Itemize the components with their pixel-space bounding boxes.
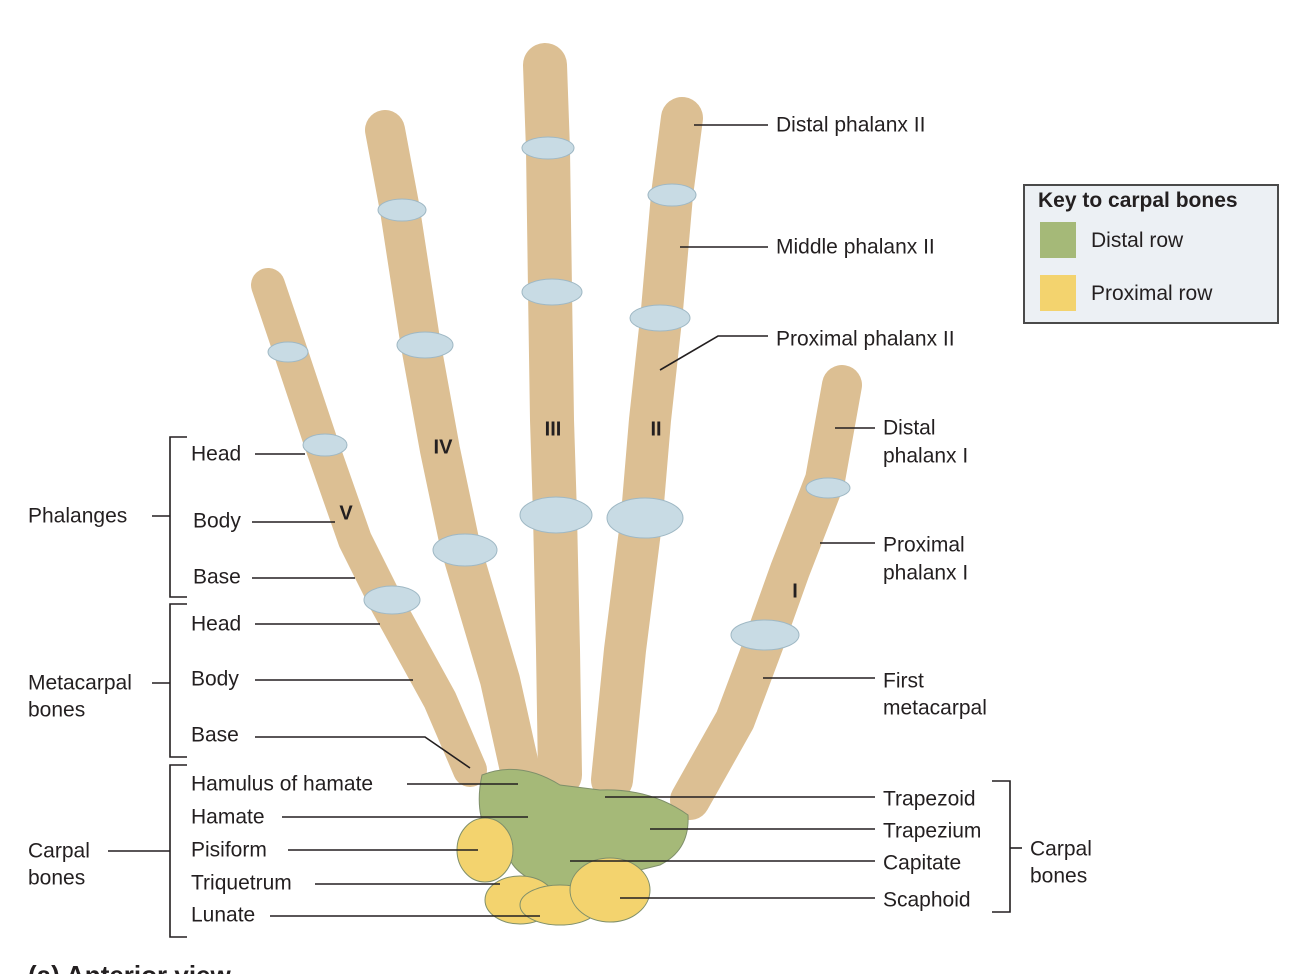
distal-phalanx-i-label-2: phalanx I xyxy=(883,444,969,468)
trapezium-label: Trapezium xyxy=(883,819,982,843)
capitate-label: Capitate xyxy=(883,851,962,875)
digit-ii-label: II xyxy=(650,418,662,441)
distal-row-swatch xyxy=(1040,222,1076,258)
key-title: Key to carpal bones xyxy=(1038,189,1238,212)
phalanges-bracket xyxy=(169,436,187,598)
proximal-row-label: Proximal row xyxy=(1091,282,1213,305)
carpal-bones xyxy=(456,768,689,926)
digit-ii xyxy=(591,97,703,801)
carpal-right-label-2: bones xyxy=(1030,864,1088,888)
phalanx-head-label: Head xyxy=(191,442,242,466)
proximal-row-swatch xyxy=(1040,275,1076,311)
figure-caption: (a) Anterior view xyxy=(28,960,231,974)
digit-iii-label: III xyxy=(544,418,562,441)
distal-row-label: Distal row xyxy=(1091,229,1184,252)
carpal-group-label-2: bones xyxy=(28,866,86,890)
metacarpal-body-label: Body xyxy=(191,667,239,691)
metacarpal-group-label-1: Metacarpal xyxy=(28,671,132,695)
first-metacarpal-label-2: metacarpal xyxy=(883,696,987,720)
digit-i xyxy=(670,365,862,820)
triquetrum-label: Triquetrum xyxy=(191,871,292,895)
leader-lines xyxy=(108,124,1022,938)
scaphoid-label: Scaphoid xyxy=(883,888,971,912)
phalanges-group-label: Phalanges xyxy=(28,504,128,528)
distal-phalanx-i-label-1: Distal xyxy=(883,416,936,440)
scaphoid-bone xyxy=(569,857,651,923)
metacarpal-group-label-2: bones xyxy=(28,698,86,722)
joint-cartilage xyxy=(267,136,851,651)
proximal-phalanx-i-label-1: Proximal xyxy=(883,533,965,557)
carpal-group-label-1: Carpal xyxy=(28,839,90,863)
proximal-phalanx-ii-label: Proximal phalanx II xyxy=(776,327,955,351)
digit-v-label: V xyxy=(339,502,353,525)
proximal-phalanx-i-label-2: phalanx I xyxy=(883,561,969,585)
first-metacarpal-label-1: First xyxy=(883,669,924,693)
digit-iv-label: IV xyxy=(433,436,453,459)
distal-phalanx-ii-label: Distal phalanx II xyxy=(776,113,926,137)
phalanx-base-label: Base xyxy=(193,565,241,589)
trapezoid-label: Trapezoid xyxy=(883,787,976,811)
hamulus-label: Hamulus of hamate xyxy=(191,772,374,796)
lunate-label: Lunate xyxy=(191,903,256,927)
metacarpal-bracket xyxy=(169,603,187,758)
metacarpal-head-label: Head xyxy=(191,612,242,636)
metacarpal-base-label: Base xyxy=(191,723,239,747)
carpal-bracket-right xyxy=(992,780,1011,913)
carpal-right-label-1: Carpal xyxy=(1030,837,1092,861)
hamate-label: Hamate xyxy=(191,805,265,829)
pisiform-label: Pisiform xyxy=(191,838,267,862)
carpal-bracket-left xyxy=(169,764,187,938)
carpal-key-legend: Key to carpal bones Distal row Proximal … xyxy=(1023,184,1279,324)
digit-i-label: I xyxy=(792,580,798,603)
phalanx-body-label: Body xyxy=(193,509,241,533)
middle-phalanx-ii-label: Middle phalanx II xyxy=(776,235,935,259)
